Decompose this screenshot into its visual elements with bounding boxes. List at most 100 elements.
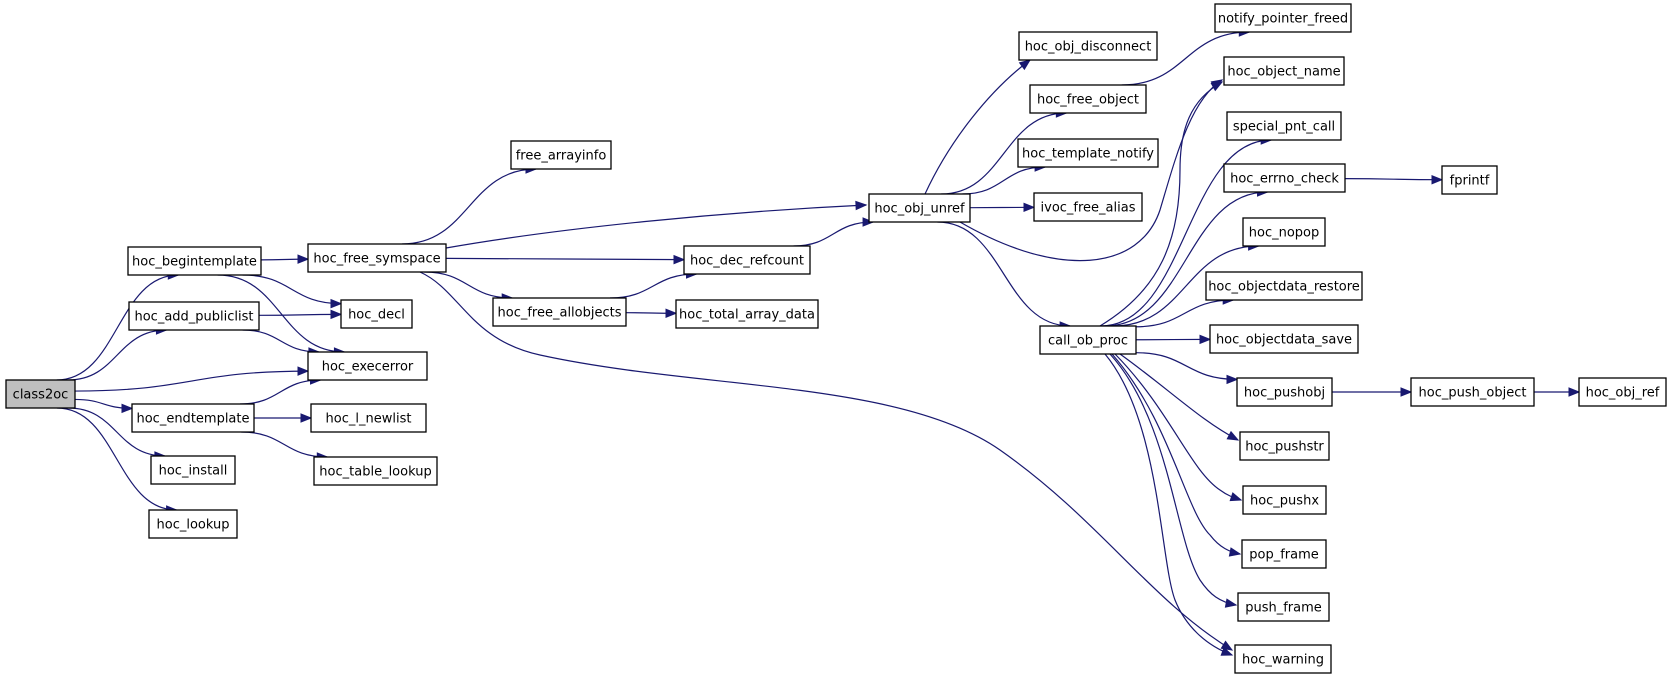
node-hoc-begintemplate[interactable]: hoc_begintemplate — [127, 246, 262, 276]
node-box — [1410, 377, 1535, 407]
node-box — [1239, 431, 1330, 461]
edge-hoc_endtemplate-to-hoc_l_newlist — [254, 413, 313, 423]
edge-line — [937, 221, 1071, 327]
node-box — [131, 403, 255, 433]
node-notify-pointer-freed[interactable]: notify_pointer_freed — [1214, 3, 1352, 33]
node-free-arrayinfo[interactable]: free_arrayinfo — [510, 140, 612, 170]
node-box — [307, 243, 447, 273]
node-fprintf[interactable]: fprintf — [1441, 165, 1498, 195]
edge-line — [239, 379, 321, 405]
node-label: hoc_objectdata_restore — [1208, 280, 1360, 295]
edge-hoc_obj_unref-to-call_ob_proc — [937, 221, 1072, 331]
node-ivoc-free-alias[interactable]: ivoc_free_alias — [1033, 192, 1143, 222]
node-label: free_arrayinfo — [516, 149, 607, 164]
node-hoc-add-publiclist[interactable]: hoc_add_publiclist — [128, 301, 260, 331]
node-hoc-free-object[interactable]: hoc_free_object — [1029, 84, 1147, 114]
edge-call_ob_proc-to-hoc_pushstr — [1119, 353, 1240, 441]
node-hoc-pushobj[interactable]: hoc_pushobj — [1236, 377, 1333, 407]
node-box — [1029, 84, 1147, 114]
node-label: hoc_table_lookup — [319, 465, 431, 480]
edge-line — [1109, 353, 1237, 606]
node-hoc-table-lookup[interactable]: hoc_table_lookup — [313, 456, 438, 486]
node-hoc-install[interactable]: hoc_install — [150, 455, 236, 485]
node-class2oc[interactable]: class2oc — [5, 379, 76, 409]
edge-line — [258, 313, 342, 316]
node-label: hoc_begintemplate — [132, 255, 257, 270]
arrow-head — [862, 217, 875, 227]
node-hoc-objectdata-restore[interactable]: hoc_objectdata_restore — [1205, 271, 1363, 301]
node-box — [1017, 138, 1159, 168]
node-box — [1237, 592, 1330, 622]
edge-hoc_free_symspace-to-hoc_obj_unref — [445, 200, 868, 249]
edge-hoc_free_symspace-to-hoc_dec_refcount — [445, 254, 686, 265]
node-label: hoc_nopop — [1249, 226, 1320, 241]
edge-line — [1104, 353, 1233, 656]
node-hoc-l-newlist[interactable]: hoc_l_newlist — [310, 403, 427, 433]
node-label: hoc_pushx — [1250, 494, 1319, 509]
node-box — [1226, 111, 1342, 141]
edge-call_ob_proc-to-hoc_object_name — [1099, 81, 1224, 327]
node-label: hoc_warning — [1242, 653, 1324, 668]
node-label: hoc_execerror — [322, 360, 414, 375]
node-hoc-objectdata-save[interactable]: hoc_objectdata_save — [1209, 324, 1359, 354]
node-label: hoc_objectdata_save — [1216, 333, 1352, 348]
arrow-head — [1400, 387, 1413, 397]
edge-line — [1135, 352, 1238, 381]
node-hoc-nopop[interactable]: hoc_nopop — [1242, 217, 1326, 247]
edge-line — [56, 407, 177, 511]
node-hoc-obj-disconnect[interactable]: hoc_obj_disconnect — [1018, 31, 1158, 61]
edge-line — [1104, 191, 1268, 327]
arrow-head — [1229, 492, 1243, 502]
node-box — [307, 351, 428, 381]
arrow-head — [1568, 387, 1581, 397]
edge-line — [419, 271, 1233, 651]
node-box — [683, 245, 811, 275]
arrow-head — [1226, 430, 1240, 441]
node-hoc-errno-check[interactable]: hoc_errno_check — [1223, 163, 1346, 193]
node-label: hoc_obj_ref — [1586, 386, 1660, 401]
edge-line — [962, 166, 1046, 195]
arrow-head — [1018, 59, 1032, 71]
node-hoc-object-name[interactable]: hoc_object_name — [1223, 56, 1345, 86]
arrow-head — [665, 308, 678, 318]
node-hoc-pushstr[interactable]: hoc_pushstr — [1239, 431, 1330, 461]
node-call-ob-proc[interactable]: call_ob_proc — [1039, 325, 1137, 355]
node-box — [127, 246, 262, 276]
node-hoc-total-array-data[interactable]: hoc_total_array_data — [675, 299, 819, 329]
node-label: hoc_pushobj — [1244, 386, 1325, 401]
edge-line — [424, 271, 513, 299]
edge-line — [1135, 299, 1234, 328]
arrow-head — [297, 366, 310, 376]
node-hoc-free-symspace[interactable]: hoc_free_symspace — [307, 243, 447, 273]
node-box — [1223, 56, 1345, 86]
node-hoc-free-allobjects[interactable]: hoc_free_allobjects — [492, 297, 627, 327]
node-pop-frame[interactable]: pop_frame — [1241, 539, 1327, 569]
node-hoc-push-object[interactable]: hoc_push_object — [1410, 377, 1535, 407]
node-label: hoc_template_notify — [1022, 147, 1154, 162]
arrow-head — [1224, 598, 1238, 608]
node-hoc-template-notify[interactable]: hoc_template_notify — [1017, 138, 1159, 168]
arrow-head — [330, 309, 343, 320]
node-push-frame[interactable]: push_frame — [1237, 592, 1330, 622]
edge-line — [609, 273, 697, 299]
edge-hoc_push_object-to-hoc_obj_ref — [1534, 387, 1581, 397]
node-label: hoc_push_object — [1419, 386, 1527, 401]
node-hoc-obj-ref[interactable]: hoc_obj_ref — [1578, 377, 1667, 407]
edge-hoc_begintemplate-to-hoc_decl — [242, 274, 343, 309]
node-hoc-pushx[interactable]: hoc_pushx — [1242, 485, 1327, 515]
node-hoc-obj-unref[interactable]: hoc_obj_unref — [868, 193, 971, 223]
edge-line — [1099, 81, 1223, 327]
node-hoc-decl[interactable]: hoc_decl — [340, 299, 413, 329]
edge-call_ob_proc-to-pop_frame — [1111, 353, 1242, 557]
edge-line — [402, 168, 536, 245]
node-hoc-execerror[interactable]: hoc_execerror — [307, 351, 428, 381]
edge-line — [1114, 353, 1242, 501]
arrow-head — [297, 254, 310, 264]
node-hoc-lookup[interactable]: hoc_lookup — [148, 509, 238, 539]
node-special-pnt-call[interactable]: special_pnt_call — [1226, 111, 1342, 141]
node-hoc-dec-refcount[interactable]: hoc_dec_refcount — [683, 245, 811, 275]
node-box — [1033, 192, 1143, 222]
node-hoc-warning[interactable]: hoc_warning — [1234, 644, 1332, 674]
edge-line — [68, 329, 167, 381]
node-hoc-endtemplate[interactable]: hoc_endtemplate — [131, 403, 255, 433]
